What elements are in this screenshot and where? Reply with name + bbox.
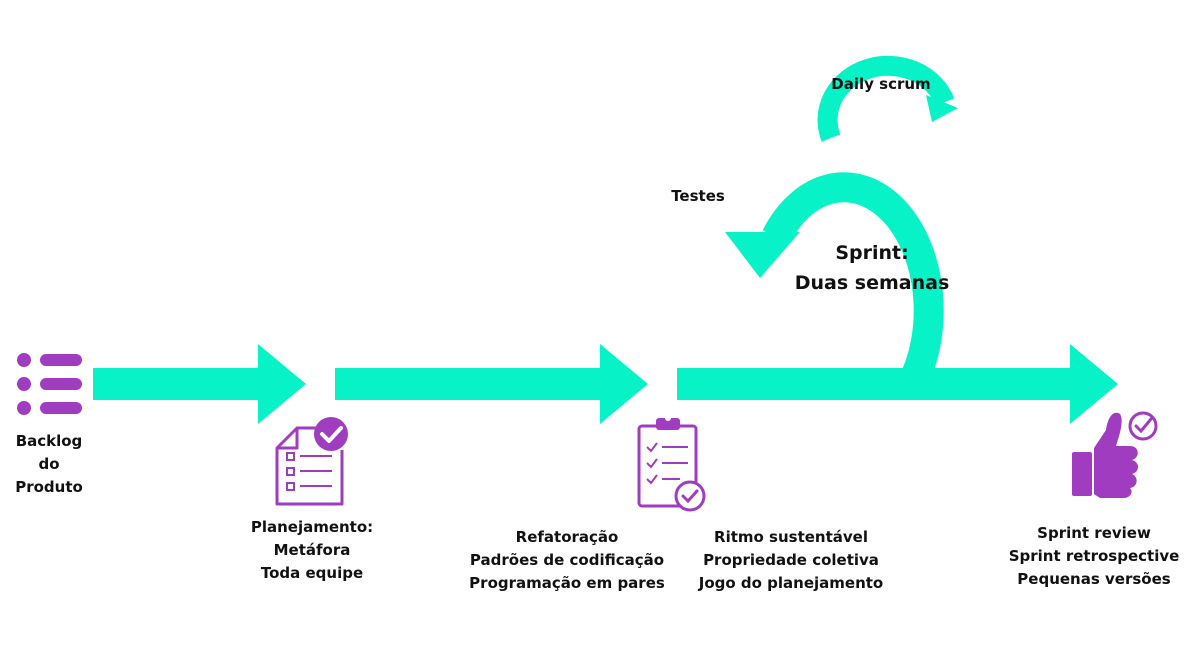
review-label-line: Sprint retrospective <box>1008 547 1180 565</box>
daily-scrum-label: Daily scrum <box>831 75 931 93</box>
flow-arrow-2 <box>335 344 648 424</box>
sprint-loop <box>762 172 944 399</box>
daily-scrum-loop <box>817 55 955 142</box>
backlog-label-line: do <box>38 455 60 473</box>
planning-label: Planejamento: Metáfora Toda equipe <box>232 516 392 585</box>
planning-label-line: Toda equipe <box>260 564 364 582</box>
daily-scrum-arrowhead <box>926 95 958 122</box>
backlog-label-line: Produto <box>15 478 83 496</box>
tests-label: Testes <box>671 187 725 205</box>
list-icon <box>17 353 82 415</box>
checked-document-icon <box>275 417 348 506</box>
rhythm-label: Ritmo sustentável Propriedade coletiva J… <box>694 526 888 595</box>
refactor-label-line: Programação em pares <box>469 574 665 592</box>
sprint-label-line: Sprint: <box>835 242 909 264</box>
planning-label-line: Metáfora <box>273 541 351 559</box>
flow-arrow-3 <box>677 344 1118 424</box>
sprint-loop-arrowhead <box>725 232 800 278</box>
review-label: Sprint review Sprint retrospective Peque… <box>1004 522 1184 591</box>
sprint-label-line: Duas semanas <box>794 272 950 294</box>
rhythm-label-line: Jogo do planejamento <box>698 574 884 592</box>
rhythm-label-line: Ritmo sustentável <box>714 528 868 546</box>
flow-arrow-1 <box>93 344 306 424</box>
planning-label-line: Planejamento: <box>250 518 374 536</box>
thumbs-up-check-icon <box>1072 411 1158 498</box>
refactor-label-line: Refatoração <box>515 528 619 546</box>
review-label-line: Sprint review <box>1037 524 1151 542</box>
refactor-label: Refatoração Padrões de codificação Progr… <box>466 526 668 595</box>
review-label-line: Pequenas versões <box>1017 570 1171 588</box>
rhythm-label-line: Propriedade coletiva <box>703 551 879 569</box>
clipboard-checklist-icon <box>637 415 706 512</box>
sprint-label: Sprint: Duas semanas <box>786 238 958 298</box>
backlog-label: Backlog do Produto <box>2 430 96 499</box>
backlog-label-line: Backlog <box>15 432 83 450</box>
refactor-label-line: Padrões de codificação <box>469 551 665 569</box>
